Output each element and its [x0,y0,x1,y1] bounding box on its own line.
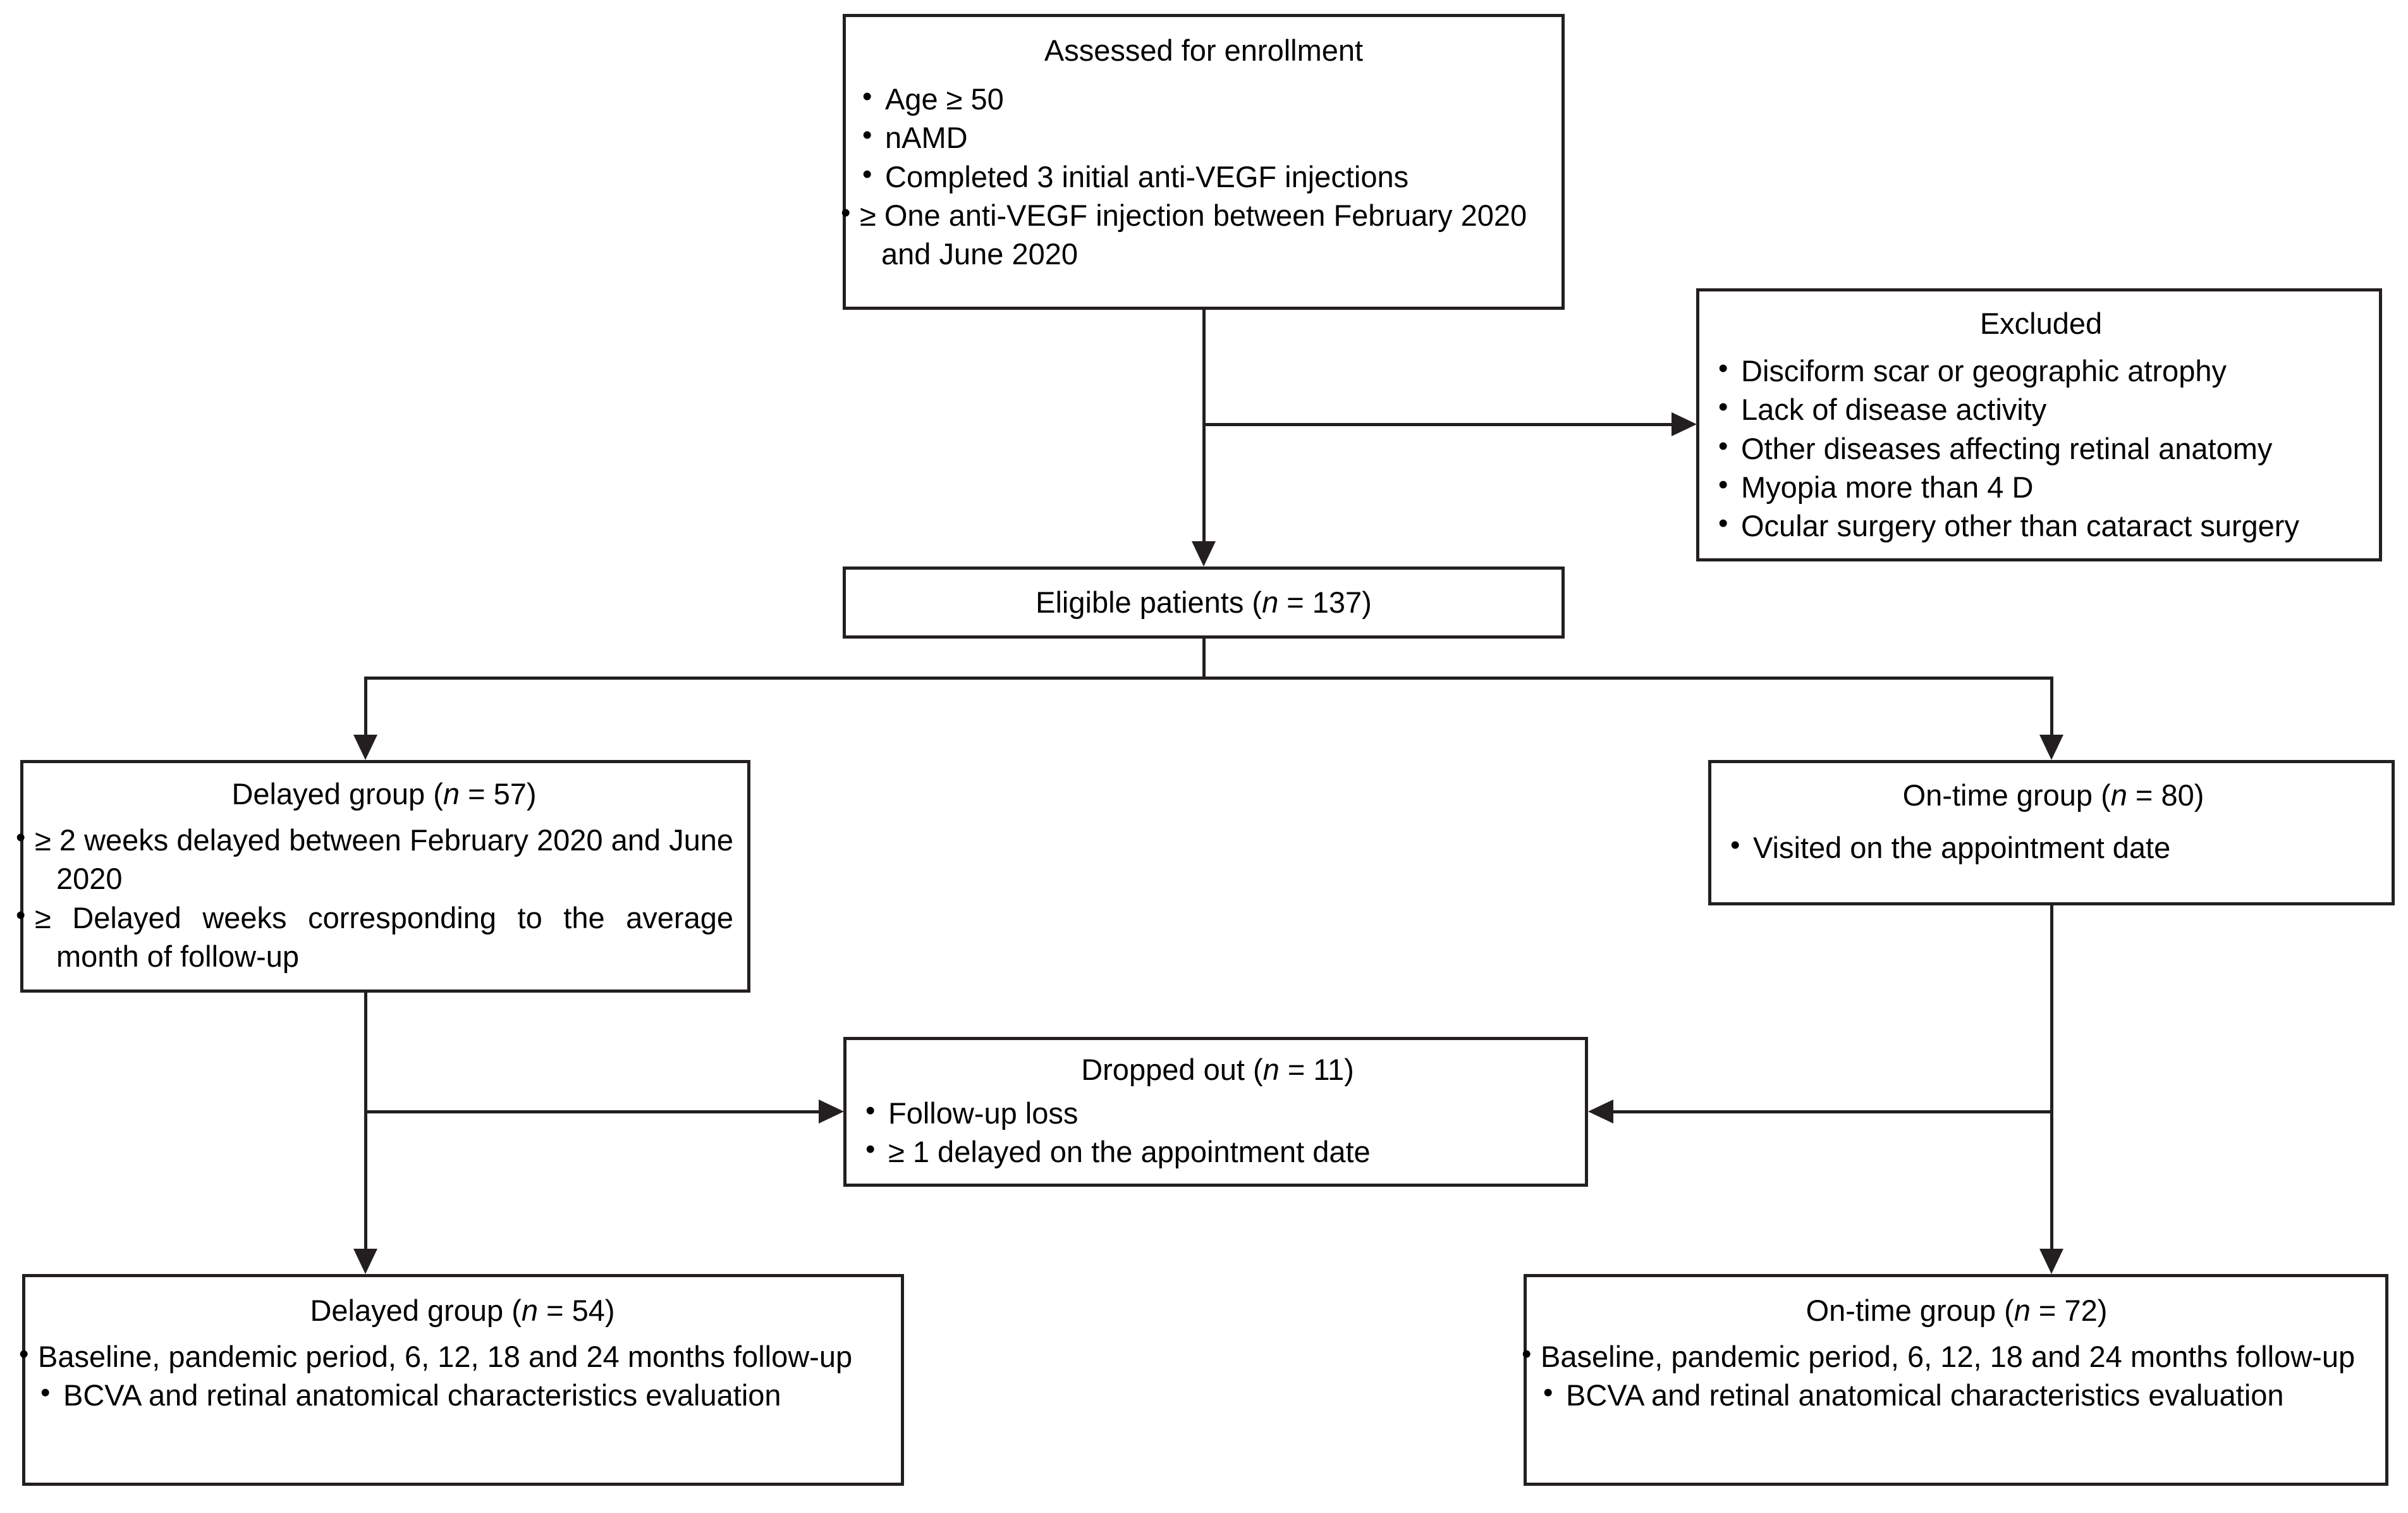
connector-assessed-to-excluded [1202,423,1673,426]
node-title-ontime-enrolled: On-time group (n = 80) [1728,777,2379,813]
delayed-final-label-post: = 54) [538,1294,615,1327]
ontime-label-pre: On-time group ( [1902,778,2111,812]
node-bullets-delayed-analyzed: Baseline, pandemic period, 6, 12, 18 and… [38,1337,887,1414]
node-bullets-dropped-out: Follow-up loss ≥ 1 delayed on the appoin… [863,1093,1572,1171]
eligible-n-symbol: n [1262,585,1279,620]
node-bullets-assessed: Age ≥ 50 nAMD Completed 3 initial anti-V… [860,78,1548,273]
list-item: BCVA and retinal anatomical characterist… [38,1375,887,1414]
delayed-label-pre: Delayed group ( [231,777,443,811]
dropped-label-post: = 11) [1279,1053,1354,1086]
connector-ontime-trunk [2050,905,2053,1249]
delayed-label-post: = 57) [460,777,537,811]
list-item: Visited on the appointment date [1728,827,2379,867]
arrowhead-to-ontime-final [2039,1249,2063,1274]
list-item: ≥ One anti-VEGF injection between Februa… [860,196,1548,273]
list-item: BCVA and retinal anatomical characterist… [1541,1375,2373,1414]
eligible-label-post: = 137) [1278,585,1372,620]
node-dropped-out: Dropped out (n = 11) Follow-up loss ≥ 1 … [843,1037,1588,1187]
list-item: Ocular surgery other than cataract surge… [1716,505,2366,545]
connector-assessed-trunk [1202,310,1206,544]
arrowhead-to-excluded [1672,412,1697,436]
arrowhead-to-delayed-group [353,735,377,760]
delayed-n-symbol: n [443,777,460,811]
node-eligible-patients: Eligible patients (n = 137) [843,567,1565,639]
arrowhead-dropped-from-left [819,1100,844,1124]
arrowhead-to-eligible [1192,541,1216,567]
node-bullets-excluded: Disciform scar or geographic atrophy Lac… [1716,350,2366,545]
node-excluded: Excluded Disciform scar or geographic at… [1696,288,2382,561]
node-title-assessed: Assessed for enrollment [1044,34,1364,67]
list-item: ≥ 2 weeks delayed between February 2020 … [35,821,733,898]
list-item: Myopia more than 4 D [1716,467,2366,506]
ontime-final-n-symbol: n [2014,1294,2031,1327]
dropped-n-symbol: n [1262,1053,1280,1086]
node-delayed-group-analyzed: Delayed group (n = 54) Baseline, pandemi… [22,1274,904,1486]
node-title-excluded: Excluded [1979,307,2103,340]
list-item: Disciform scar or geographic atrophy [1716,350,2366,390]
ontime-label-post: = 80) [2127,778,2204,812]
node-title-ontime-analyzed: On-time group (n = 72) [1541,1292,2373,1328]
list-item: Age ≥ 50 [860,78,1548,118]
delayed-final-n-symbol: n [521,1294,539,1327]
connector-delayed-trunk [364,993,367,1249]
delayed-final-label-pre: Delayed group ( [310,1294,522,1327]
connector-eligible-to-delayed [364,677,367,735]
list-item: nAMD [860,117,1548,157]
eligible-label-pre: Eligible patients ( [1036,585,1262,620]
node-title-dropped-out: Dropped out (n = 11) [863,1051,1572,1087]
list-item: ≥ 1 delayed on the appointment date [863,1131,1572,1171]
node-title-delayed-enrolled: Delayed group (n = 57) [35,776,733,812]
list-item: Baseline, pandemic period, 6, 12, 18 and… [1541,1337,2373,1376]
node-ontime-group-enrolled: On-time group (n = 80) Visited on the ap… [1708,760,2395,905]
connector-ontime-to-dropped [1613,1110,2053,1113]
node-title-delayed-analyzed: Delayed group (n = 54) [38,1292,887,1328]
node-bullets-ontime-enrolled: Visited on the appointment date [1728,827,2379,867]
connector-eligible-trunk [1202,639,1206,679]
connector-eligible-to-ontime [2050,677,2053,735]
list-item: Completed 3 initial anti-VEGF injections [860,156,1548,196]
node-bullets-delayed-enrolled: ≥ 2 weeks delayed between February 2020 … [35,821,733,975]
node-title-eligible: Eligible patients (n = 137) [1036,584,1372,620]
list-item: Baseline, pandemic period, 6, 12, 18 and… [38,1337,887,1376]
arrowhead-dropped-from-right [1588,1100,1613,1124]
list-item: ≥ Delayed weeks corresponding to the ave… [35,898,733,976]
connector-delayed-to-dropped [364,1110,821,1113]
ontime-final-label-pre: On-time group ( [1806,1294,2014,1327]
dropped-label-pre: Dropped out ( [1081,1053,1263,1086]
node-delayed-group-enrolled: Delayed group (n = 57) ≥ 2 weeks delayed… [20,760,750,993]
list-item: Follow-up loss [863,1093,1572,1132]
ontime-n-symbol: n [2110,778,2127,812]
node-assessed-for-enrollment: Assessed for enrollment Age ≥ 50 nAMD Co… [843,14,1565,310]
list-item: Other diseases affecting retinal anatomy [1716,428,2366,468]
ontime-final-label-post: = 72) [2030,1294,2108,1327]
list-item: Lack of disease activity [1716,389,2366,429]
node-ontime-group-analyzed: On-time group (n = 72) Baseline, pandemi… [1524,1274,2388,1486]
node-bullets-ontime-analyzed: Baseline, pandemic period, 6, 12, 18 and… [1541,1337,2373,1414]
arrowhead-to-delayed-final [353,1249,377,1274]
connector-eligible-split-bar [364,677,2053,680]
arrowhead-to-ontime-group [2039,735,2063,760]
